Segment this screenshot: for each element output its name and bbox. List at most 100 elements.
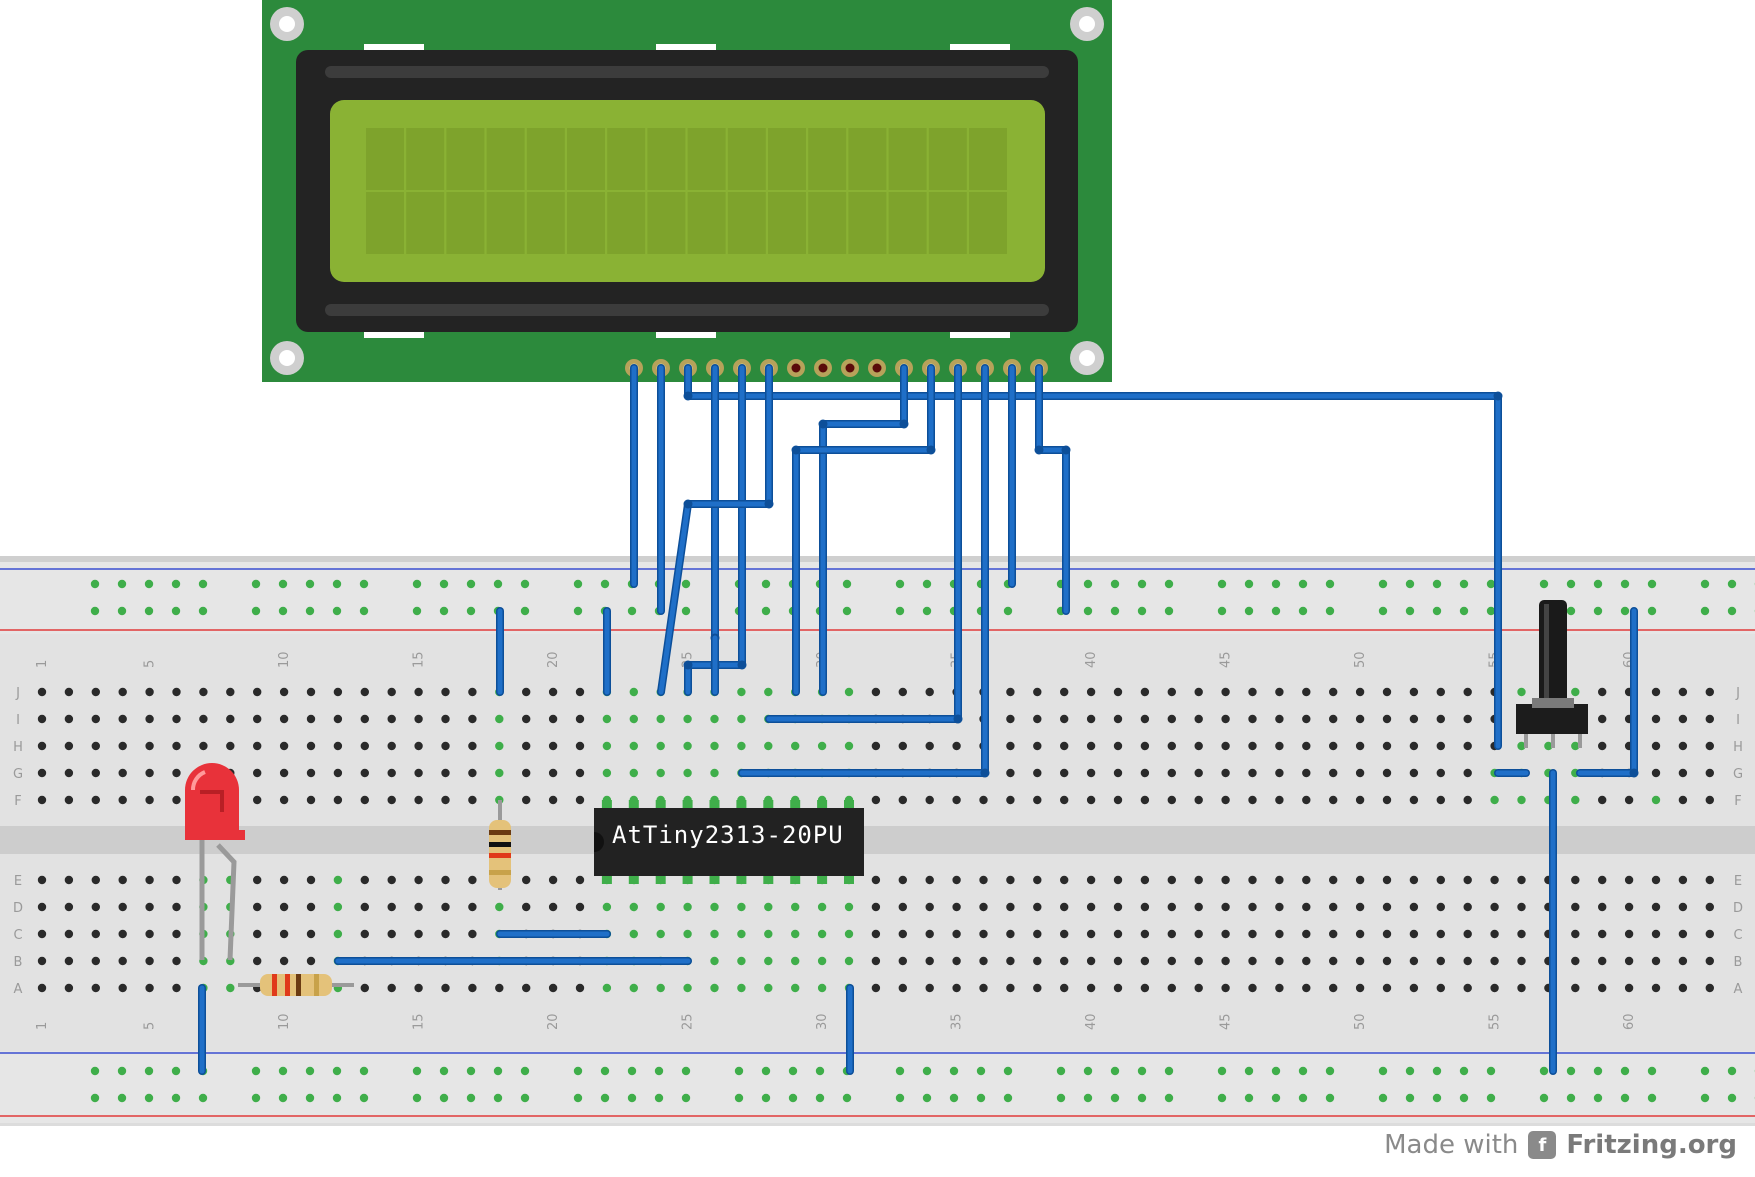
wire-bend [684,661,693,670]
breadboard-hole [1464,742,1472,750]
rail-hole [494,1094,502,1102]
breadboard-hole [361,769,369,777]
breadboard-hole [307,876,315,884]
breadboard-hole [468,984,476,992]
breadboard-hole [172,742,180,750]
breadboard-hole [92,876,100,884]
breadboard-hole [1383,930,1391,938]
breadboard-hole [576,876,584,884]
breadboard-hole [1275,903,1283,911]
breadboard-hole [1517,957,1525,965]
breadboard-hole [683,715,691,723]
breadboard-hole [199,715,207,723]
breadboard-hole [1625,930,1633,938]
breadboard-hole [764,903,772,911]
breadboard-hole [1410,742,1418,750]
breadboard-hole [92,984,100,992]
column-label: 35 [950,1013,965,1030]
breadboard-hole [630,930,638,938]
breadboard-hole [172,903,180,911]
breadboard-hole [1706,715,1714,723]
rail-hole [1004,607,1012,615]
rail-hole [252,580,260,588]
rail-hole [1245,1094,1253,1102]
breadboard-hole [1033,742,1041,750]
rail-hole [360,607,368,615]
rail-hole [145,607,153,615]
wire-bend [792,446,801,455]
column-label: 20 [546,1013,561,1030]
breadboard-hole [145,876,153,884]
breadboard-hole [1329,715,1337,723]
breadboard-hole [926,984,934,992]
breadboard-hole [1087,957,1095,965]
breadboard-hole [1410,796,1418,804]
row-label: D [1733,901,1743,916]
rail-hole [494,580,502,588]
rail-hole [923,607,931,615]
breadboard-hole [495,903,503,911]
row-label: I [16,713,20,728]
breadboard-hole [1598,903,1606,911]
breadboard-hole [683,903,691,911]
rail-hole [1594,607,1602,615]
breadboard-hole [1464,903,1472,911]
breadboard-hole [92,957,100,965]
breadboard-hole [495,769,503,777]
row-label: J [1735,686,1740,701]
breadboard-hole [1356,876,1364,884]
breadboard-hole [1625,984,1633,992]
breadboard-hole [872,903,880,911]
breadboard-hole [253,715,261,723]
breadboard-hole [92,903,100,911]
breadboard-hole [899,984,907,992]
breadboard-hole [1490,957,1498,965]
breadboard-hole [92,796,100,804]
rail-hole [1540,1067,1548,1075]
breadboard-hole [549,715,557,723]
breadboard-hole [1221,742,1229,750]
rail-hole [896,1067,904,1075]
breadboard-hole [1437,957,1445,965]
column-label: 40 [1084,1013,1099,1030]
breadboard-hole [1168,957,1176,965]
rail-hole [172,580,180,588]
rail-hole [1728,607,1736,615]
breadboard-hole [388,715,396,723]
lcd-char-cell [527,128,565,190]
breadboard-hole [952,930,960,938]
breadboard-hole [1329,930,1337,938]
breadboard-hole [818,903,826,911]
breadboard-hole [1410,715,1418,723]
breadboard-hole [710,957,718,965]
breadboard-hole [414,984,422,992]
breadboard-hole [334,688,342,696]
rail-hole [1594,580,1602,588]
breadboard-hole [1464,715,1472,723]
breadboard-hole [1437,930,1445,938]
breadboard-hole [226,688,234,696]
breadboard-hole [1517,688,1525,696]
breadboard-hole [1302,903,1310,911]
rail-hole [1379,1067,1387,1075]
breadboard-hole [119,876,127,884]
breadboard-hole [307,742,315,750]
column-label: 15 [412,651,427,668]
breadboard-hole [952,957,960,965]
breadboard-hole [1356,769,1364,777]
breadboard-hole [979,796,987,804]
breadboard-hole [899,876,907,884]
breadboard-hole [1464,984,1472,992]
breadboard-hole [65,903,73,911]
breadboard-hole [1679,957,1687,965]
breadboard-hole [1598,742,1606,750]
breadboard-hole [1383,876,1391,884]
breadboard-hole [952,903,960,911]
rail-hole [1138,1094,1146,1102]
breadboard-hole [899,957,907,965]
breadboard-hole [253,930,261,938]
breadboard-hole [1410,688,1418,696]
lcd-char-cell [929,128,967,190]
rail-hole [1433,607,1441,615]
rail-hole [440,1094,448,1102]
